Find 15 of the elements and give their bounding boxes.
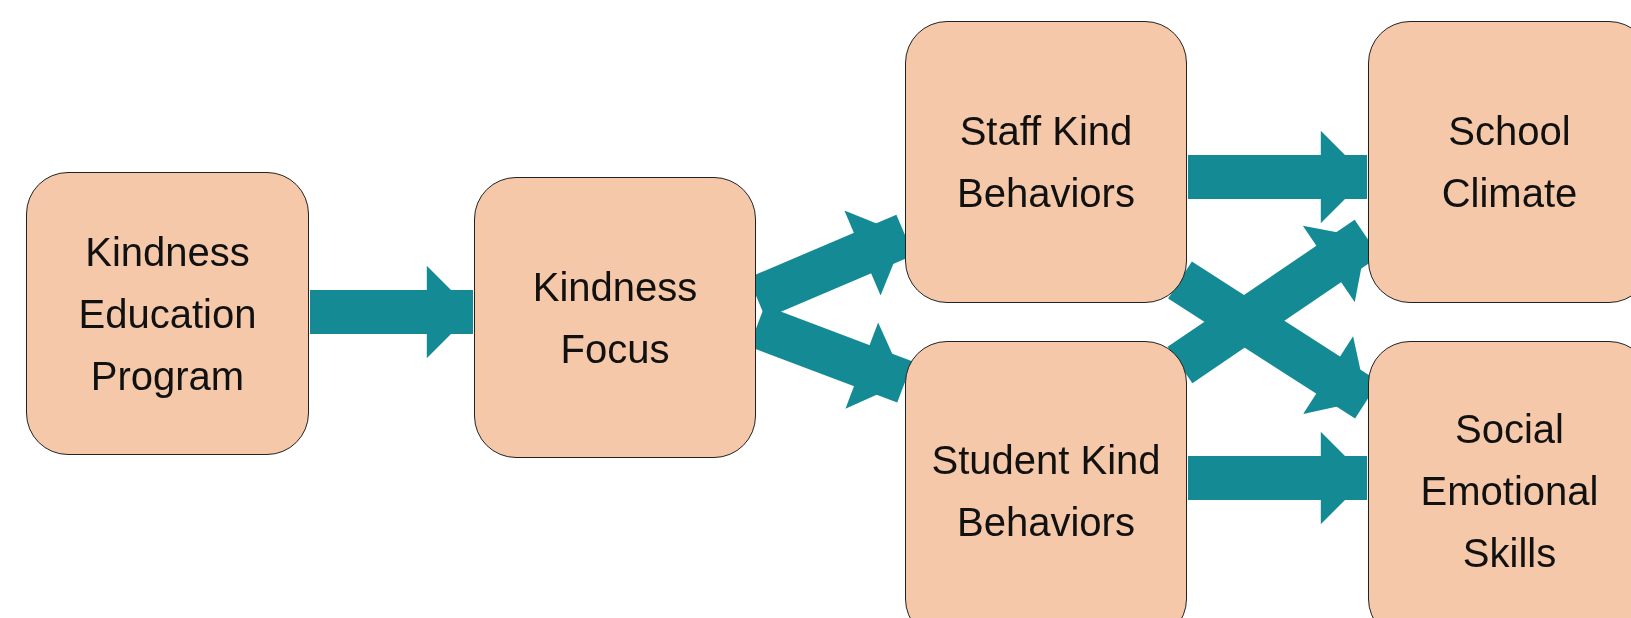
process-box xyxy=(26,172,309,455)
box-label: School Climate xyxy=(1440,108,1579,217)
process-box xyxy=(474,177,756,458)
box-label: Kindness Focus xyxy=(531,263,699,373)
block-arrow xyxy=(1188,431,1367,525)
process-box xyxy=(905,21,1187,303)
box-label: Student Kind Behaviors xyxy=(930,437,1162,546)
box-label: Social Emotional Skills xyxy=(1419,406,1600,577)
box-label: Kindness Education Program xyxy=(77,228,258,400)
block-arrow xyxy=(1188,130,1367,224)
process-box xyxy=(1368,341,1631,618)
process-box xyxy=(905,341,1187,618)
box-label: Staff Kind Behaviors xyxy=(956,108,1136,217)
process-box xyxy=(1368,21,1631,303)
block-arrow xyxy=(310,265,473,359)
